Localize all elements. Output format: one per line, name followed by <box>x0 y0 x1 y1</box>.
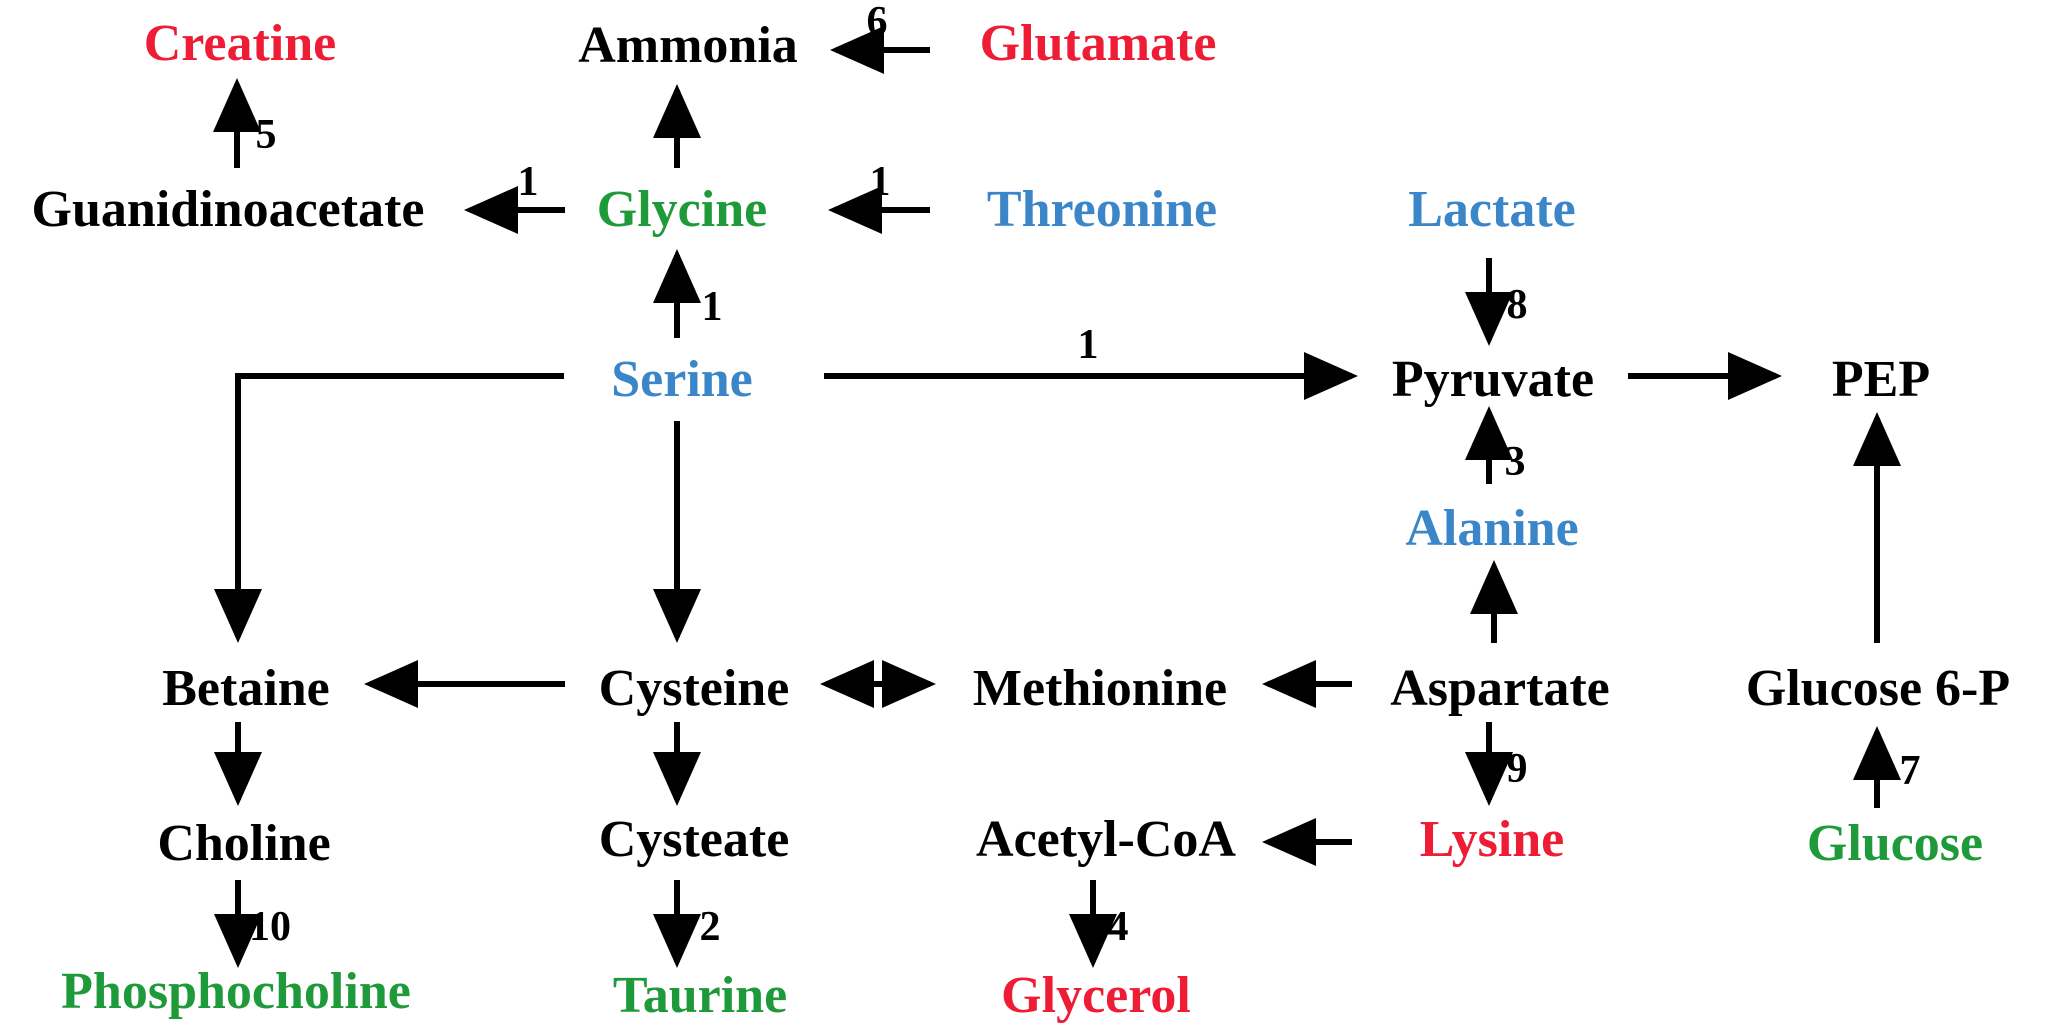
nodes-layer: Creatine Ammonia GlutamateGuanidinoacetate… <box>32 15 2011 1024</box>
node-phosphocholine: Phosphocholine <box>61 963 411 1020</box>
edge-label-choline-to-phosphocholine: 10 <box>249 904 291 950</box>
node-lactate: Lactate <box>1408 181 1575 238</box>
node-serine: Serine <box>611 351 753 408</box>
node-glutamate: Glutamate <box>980 15 1217 72</box>
node-betaine: Betaine <box>162 660 330 717</box>
edge-label-acetylcoa-to-glycerol: 4 <box>1108 904 1129 950</box>
node-creatine: Creatine <box>144 15 337 72</box>
node-pep: PEP <box>1832 351 1930 408</box>
node-ammonia: Ammonia <box>578 17 798 74</box>
node-glycine: Glycine <box>597 181 767 238</box>
node-glucose6p: Glucose 6-P <box>1746 660 2010 717</box>
node-aspartate: Aspartate <box>1390 660 1610 717</box>
edge-label-serine-to-glycine: 1 <box>702 284 723 330</box>
node-lysine: Lysine <box>1420 811 1565 868</box>
node-choline: Choline <box>157 815 330 872</box>
edges-layer: 5 6 1 1 1 8 1 3 7 9 10 2 4 <box>213 0 1921 968</box>
node-cysteate: Cysteate <box>599 811 790 868</box>
edge-label-glycine-to-guanidinoacetate: 1 <box>518 159 539 205</box>
node-methionine: Methionine <box>973 660 1227 717</box>
edge-label-serine-to-pyruvate: 1 <box>1078 322 1099 368</box>
node-glycerol: Glycerol <box>1001 967 1191 1024</box>
edge-label-glucose-to-glucose6p: 7 <box>1900 748 1921 794</box>
arrow-serine-to-betaine <box>214 373 564 643</box>
node-threonine: Threonine <box>987 181 1217 238</box>
edge-label-threonine-to-glycine: 1 <box>870 159 891 205</box>
edge-label-guanidinoacetate-to-creatine: 5 <box>256 112 277 158</box>
node-pyruvate: Pyruvate <box>1392 351 1594 408</box>
edge-label-glutamate-to-ammonia: 6 <box>867 0 888 45</box>
node-cysteine: Cysteine <box>599 660 790 717</box>
node-glucose: Glucose <box>1807 815 1983 872</box>
edge-label-cysteate-to-taurine: 2 <box>700 904 721 950</box>
node-guanidinoacetate: Guanidinoacetate <box>32 181 425 238</box>
node-alanine: Alanine <box>1405 500 1578 557</box>
edge-label-alanine-to-pyruvate: 3 <box>1505 439 1526 485</box>
edge-label-lactate-to-pyruvate: 8 <box>1507 282 1528 328</box>
node-taurine: Taurine <box>613 967 787 1024</box>
node-acetylcoa: Acetyl-CoA <box>976 811 1236 868</box>
edge-label-aspartate-to-lysine: 9 <box>1507 746 1528 792</box>
